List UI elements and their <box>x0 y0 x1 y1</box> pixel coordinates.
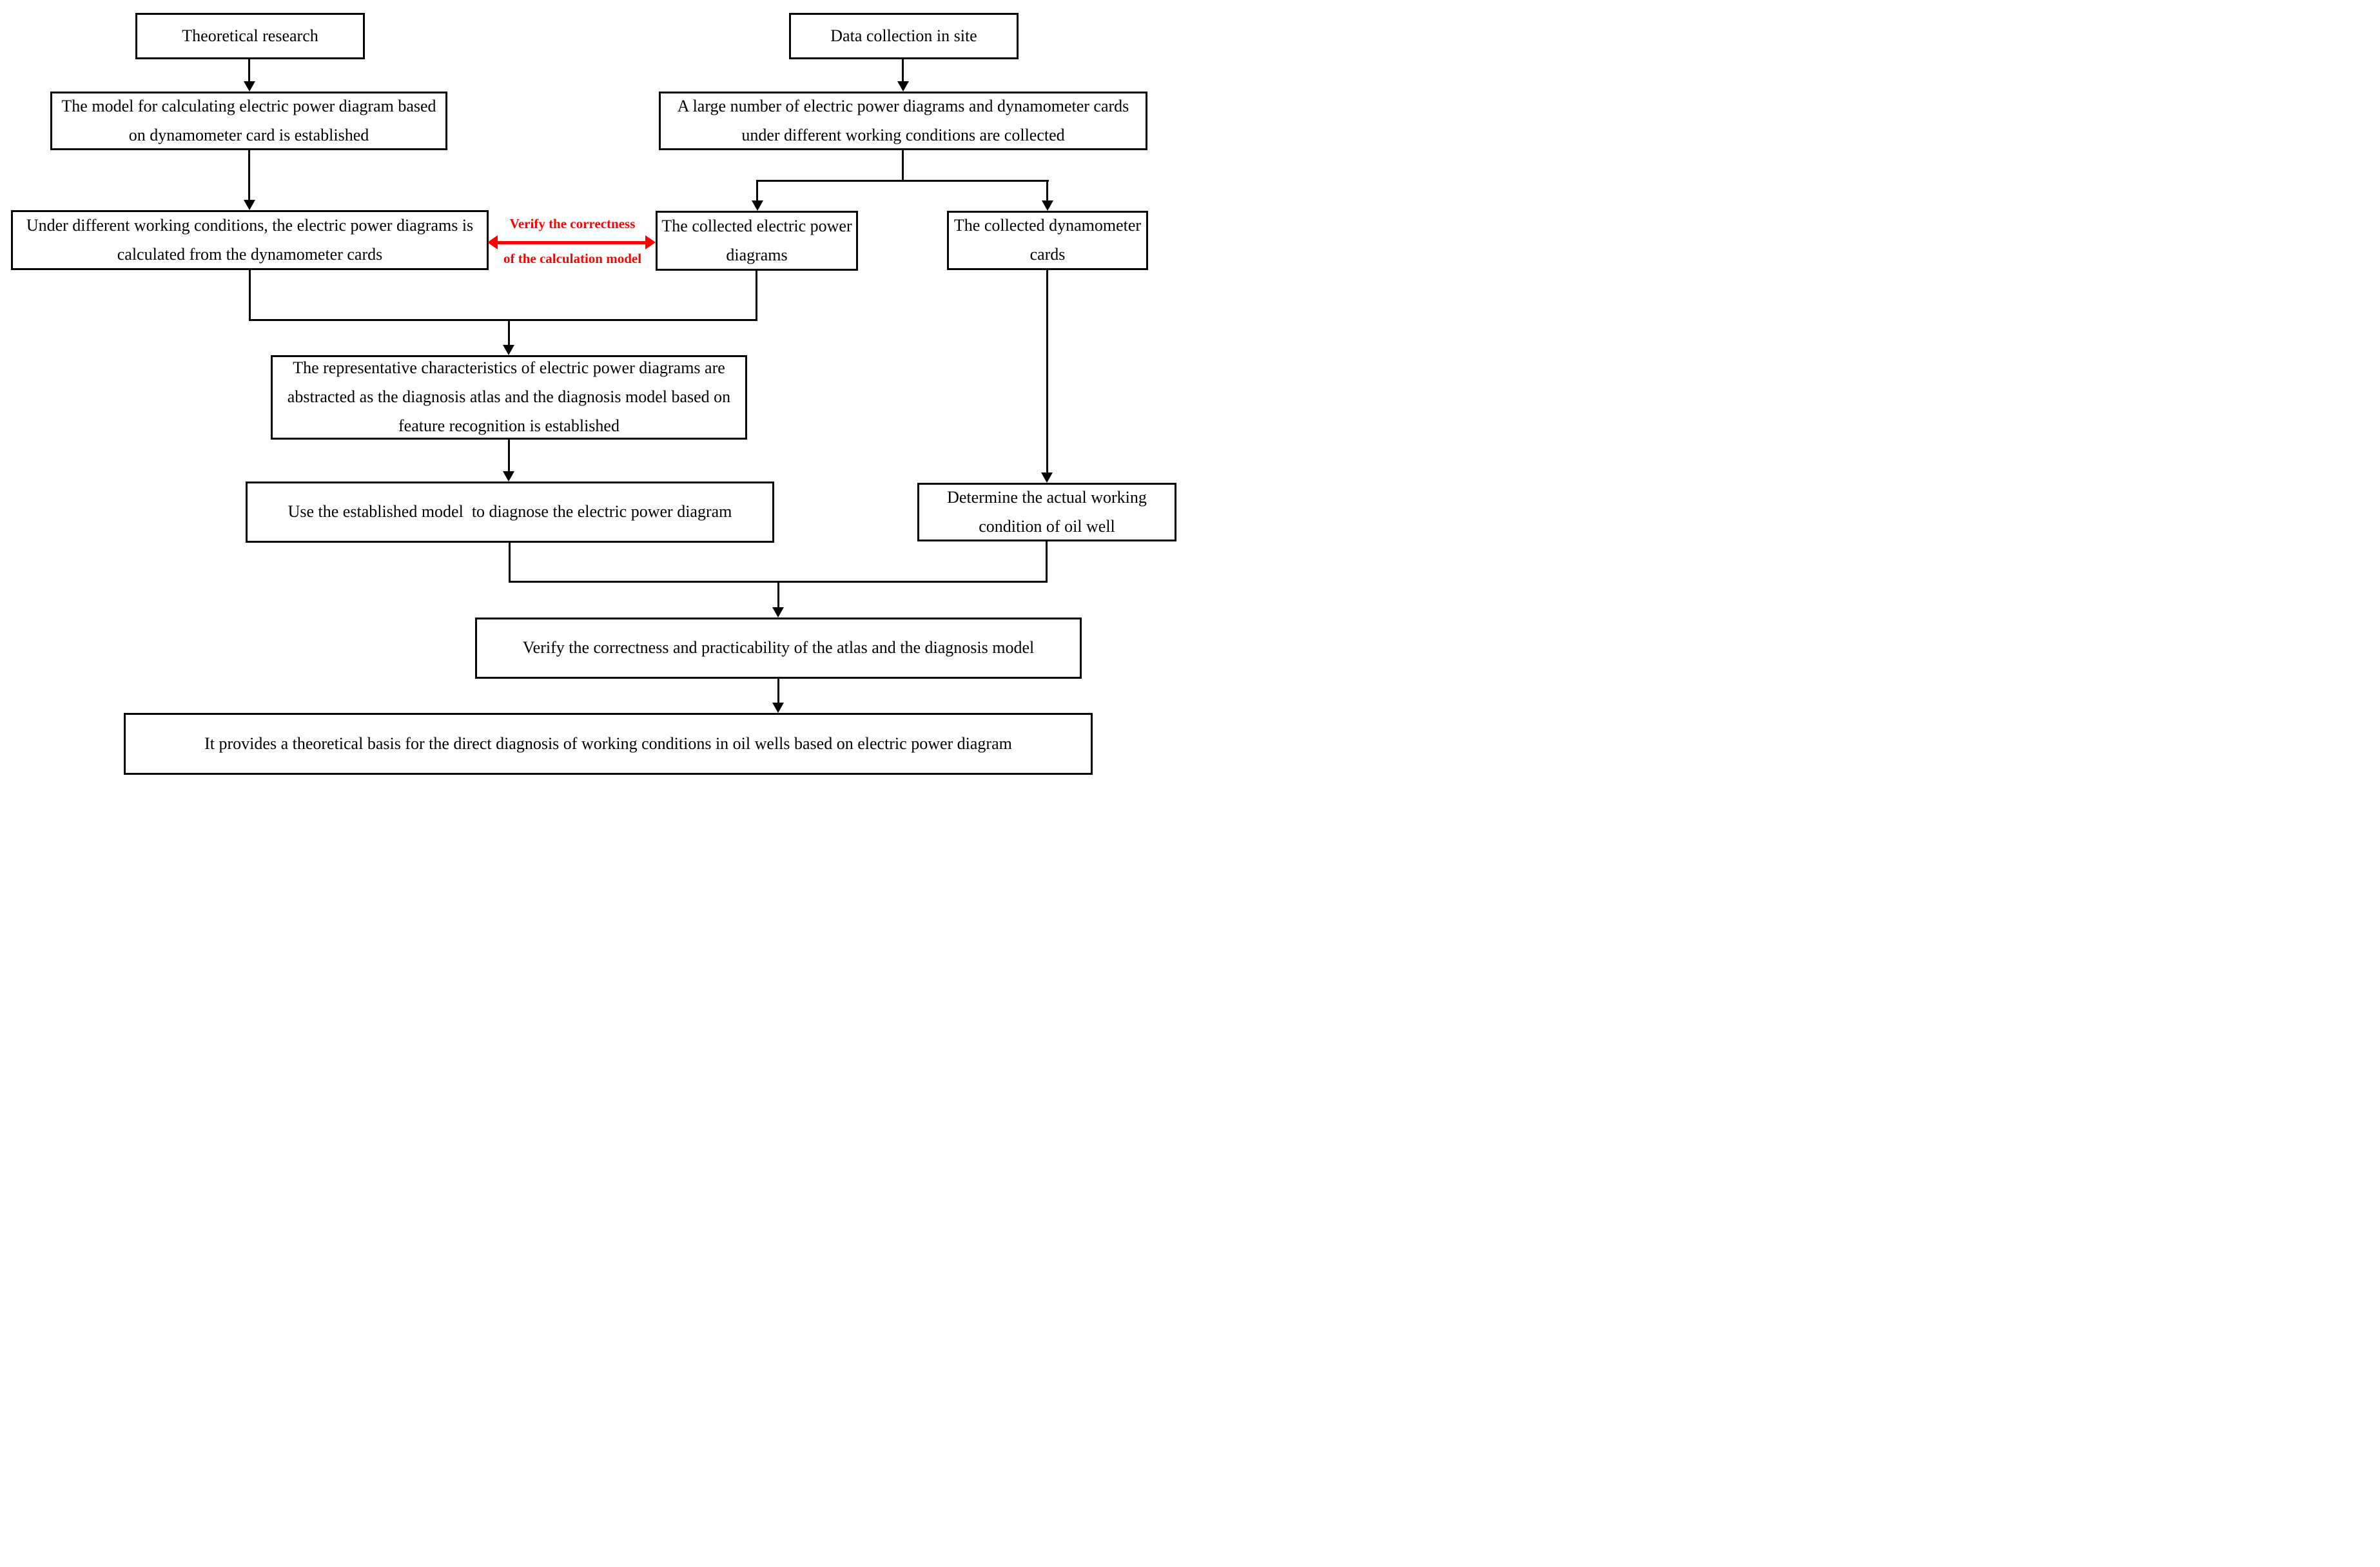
box-provides-basis: It provides a theoretical basis for the … <box>124 713 1093 775</box>
connector-split-to-collecteddynamometer-line <box>1046 180 1048 200</box>
connector-merge-bus1 <box>249 319 757 321</box>
flowchart-canvas: Theoretical research Data collection in … <box>0 0 1190 784</box>
connector-theoretical-to-model-arrowhead <box>244 81 255 92</box>
connector-bus1-to-representative-line <box>508 321 510 345</box>
box-use-established-model-label: Use the established model to diagnose th… <box>288 502 732 521</box>
connector-split-to-collectedelectric-line <box>756 180 758 200</box>
connector-split-to-collectedelectric-arrowhead <box>752 200 763 211</box>
verify-note-arrowhead-right <box>645 235 656 249</box>
box-determine-actual-label: Determine the actual working condition o… <box>947 487 1147 536</box>
box-verify-practicability-label: Verify the correctness and practicabilit… <box>522 638 1035 657</box>
connector-model-to-underdifferent-arrowhead <box>244 200 255 210</box>
box-under-different-conditions: Under different working conditions, the … <box>11 210 489 270</box>
box-provides-basis-label: It provides a theoretical basis for the … <box>204 734 1012 753</box>
connector-collectedelectric-drop-line <box>756 271 757 321</box>
box-representative-characteristics-label: The representative characteristics of el… <box>287 358 731 435</box>
connector-dynamometer-to-determine-arrowhead <box>1041 472 1053 483</box>
box-verify-practicability: Verify the correctness and practicabilit… <box>475 618 1082 679</box>
connector-determine-drop-line <box>1046 541 1048 583</box>
box-theoretical-research-label: Theoretical research <box>182 26 318 45</box>
box-use-established-model: Use the established model to diagnose th… <box>246 482 774 543</box>
connector-split-to-collecteddynamometer-arrowhead <box>1042 200 1053 211</box>
connector-largenumber-split-bus <box>756 180 1049 182</box>
connector-representative-to-usemodel-line <box>508 440 510 471</box>
connector-verify-to-provides-line <box>777 679 779 703</box>
connector-verify-to-provides-arrowhead <box>772 703 784 713</box>
box-model-established: The model for calculating electric power… <box>50 92 447 150</box>
box-under-different-conditions-label: Under different working conditions, the … <box>26 215 474 264</box>
box-determine-actual: Determine the actual working condition o… <box>917 483 1176 541</box>
connector-bus1-to-representative-arrowhead <box>503 345 514 355</box>
box-collected-electric: The collected electric power diagrams <box>656 211 858 271</box>
box-collected-electric-label: The collected electric power diagrams <box>661 216 852 264</box>
box-large-number-collected: A large number of electric power diagram… <box>659 92 1147 150</box>
connector-usemodel-drop-line <box>509 543 511 583</box>
connector-largenumber-split-stem <box>902 150 904 180</box>
connector-model-to-underdifferent-line <box>248 150 250 200</box>
verify-note-arrow-bar <box>497 241 646 244</box>
connector-theoretical-to-model-line <box>248 59 250 81</box>
connector-dynamometer-to-determine-line <box>1046 270 1048 472</box>
verify-note-line2: of the calculation model <box>503 251 642 266</box>
verify-note-line1: Verify the correctness <box>509 216 636 231</box>
box-data-collection: Data collection in site <box>789 13 1019 59</box>
box-collected-dynamometer: The collected dynamometer cards <box>947 211 1148 270</box>
box-model-established-label: The model for calculating electric power… <box>61 96 436 144</box>
box-data-collection-label: Data collection in site <box>830 26 977 45</box>
connector-representative-to-usemodel-arrowhead <box>503 471 514 482</box>
box-representative-characteristics: The representative characteristics of el… <box>271 355 747 440</box>
box-large-number-collected-label: A large number of electric power diagram… <box>677 96 1129 144</box>
connector-datacollection-to-largenumber-line <box>902 59 904 81</box>
connector-merge-bus2 <box>509 581 1048 583</box>
connector-bus2-to-verify-line <box>777 583 779 607</box>
connector-bus2-to-verify-arrowhead <box>772 607 784 618</box>
box-collected-dynamometer-label: The collected dynamometer cards <box>953 216 1142 264</box>
verify-note-arrowhead-left <box>487 235 498 249</box>
connector-datacollection-to-largenumber-arrowhead <box>897 81 909 92</box>
connector-underdifferent-drop-line <box>249 270 251 321</box>
box-theoretical-research: Theoretical research <box>135 13 365 59</box>
